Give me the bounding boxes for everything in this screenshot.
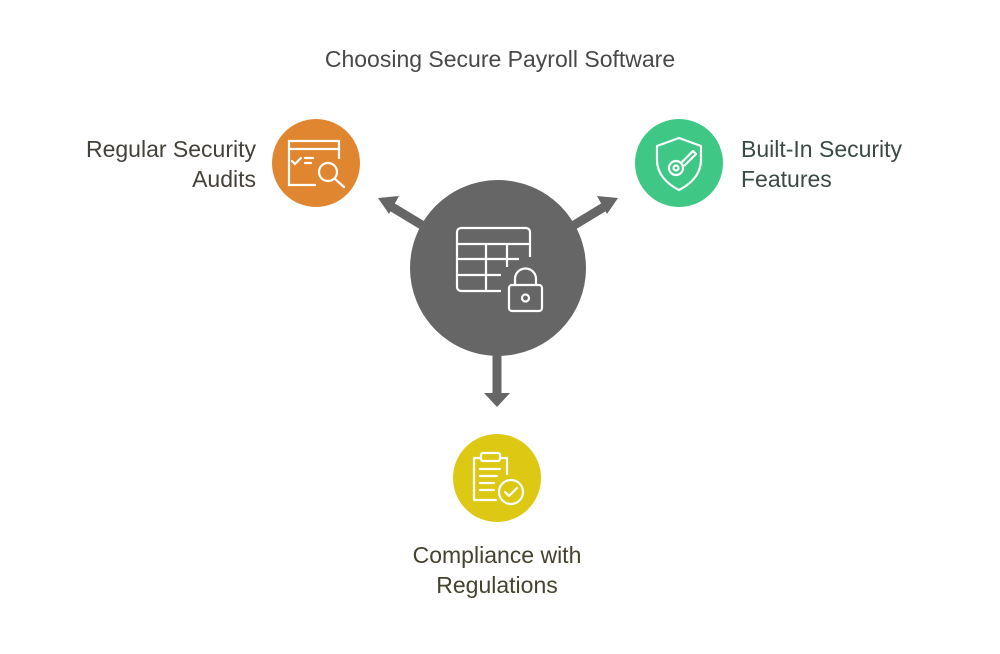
diagram-title: Choosing Secure Payroll Software — [324, 46, 676, 72]
spreadsheet-lock-icon — [455, 226, 544, 313]
label-regular-security-audits: Regular Security Audits — [86, 134, 256, 194]
label-line: Regulations — [436, 572, 558, 598]
label-line: Regular Security — [85, 136, 256, 162]
features-circle — [635, 119, 723, 207]
label-line: Compliance with — [412, 542, 582, 568]
compliance-circle — [453, 434, 541, 522]
shield-key-icon — [655, 136, 703, 192]
audit-search-icon — [287, 139, 346, 189]
audits-circle — [272, 119, 360, 207]
label-built-in-security-features: Built-In Security Features — [741, 134, 902, 194]
label-line: Features — [741, 166, 832, 192]
label-line: Built-In Security — [741, 136, 903, 162]
center-circle — [410, 180, 586, 356]
arrow-to-compliance — [484, 350, 510, 407]
clipboard-check-icon — [472, 451, 525, 506]
label-compliance-with-regulations: Compliance with Regulations — [0, 540, 994, 600]
label-line: Audits — [192, 166, 256, 192]
